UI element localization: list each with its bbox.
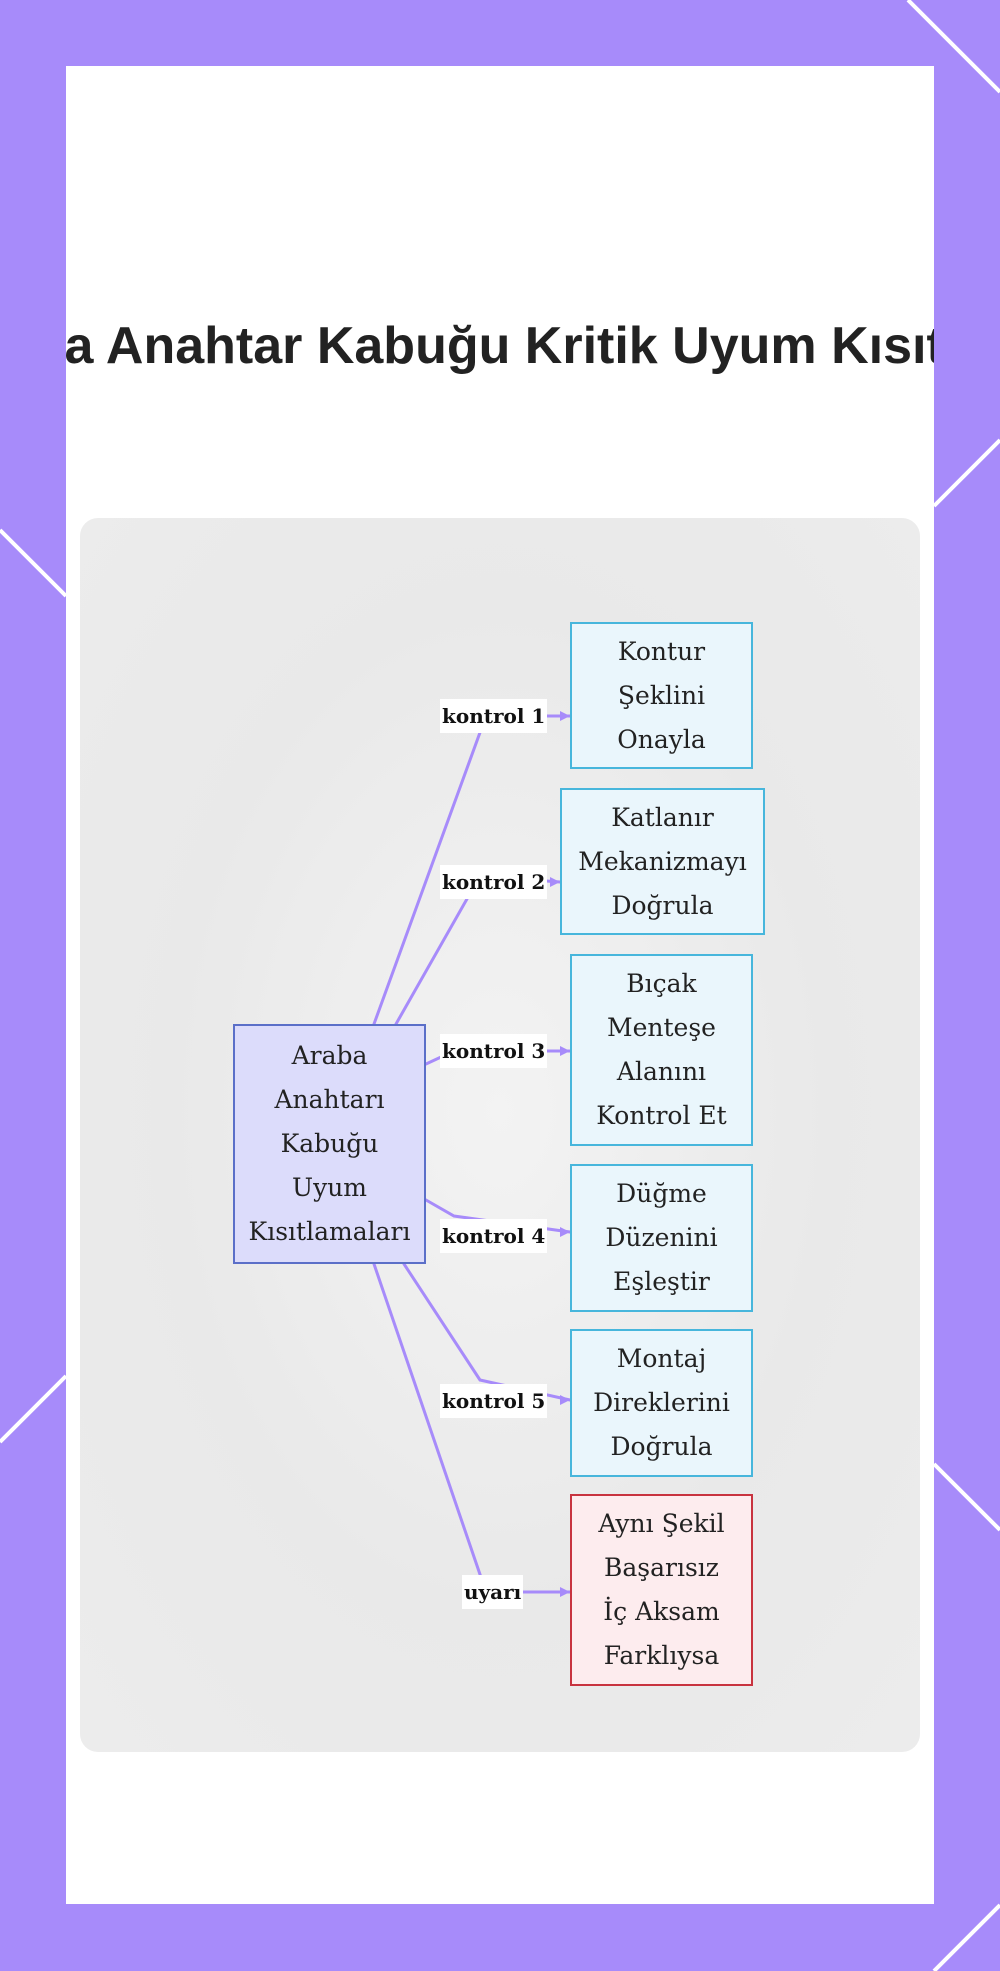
edge-label-kontrol-5: kontrol 5 <box>440 1384 548 1418</box>
node-bicak: Bıçak Menteşe Alanını Kontrol Et <box>570 954 753 1146</box>
edge-label-uyari: uyarı <box>462 1575 524 1609</box>
arrowhead-4 <box>560 1227 570 1237</box>
arrowhead-2 <box>550 877 560 887</box>
edge-label-kontrol-3: kontrol 3 <box>440 1034 548 1068</box>
edge-label-kontrol-2: kontrol 2 <box>440 865 548 899</box>
diagram-card: Araba Anahtar Kabuğu Kritik Uyum Kısıtla… <box>66 66 934 1904</box>
arrowhead-6 <box>560 1587 570 1597</box>
node-uyari: Aynı Şekil Başarısız İç Aksam Farklıysa <box>570 1494 753 1686</box>
edge-label-kontrol-1: kontrol 1 <box>440 699 548 733</box>
edge-label-kontrol-4: kontrol 4 <box>440 1219 548 1253</box>
node-dugme: Düğme Düzenini Eşleştir <box>570 1164 753 1312</box>
arrowhead-3 <box>560 1046 570 1056</box>
node-kontur: Kontur Şeklini Onayla <box>570 622 753 769</box>
node-montaj: Montaj Direklerini Doğrula <box>570 1329 753 1477</box>
node-katlanir: Katlanır Mekanizmayı Doğrula <box>560 788 765 935</box>
edge-6 <box>372 1262 572 1594</box>
edges-layer <box>372 711 572 1597</box>
edge-5 <box>402 1262 572 1402</box>
page-title: Araba Anahtar Kabuğu Kritik Uyum Kısıtla… <box>66 317 934 375</box>
arrowhead-1 <box>560 711 570 721</box>
center-node: Araba Anahtarı Kabuğu Uyum Kısıtlamaları <box>233 1024 426 1264</box>
arrowhead-5 <box>560 1395 570 1405</box>
